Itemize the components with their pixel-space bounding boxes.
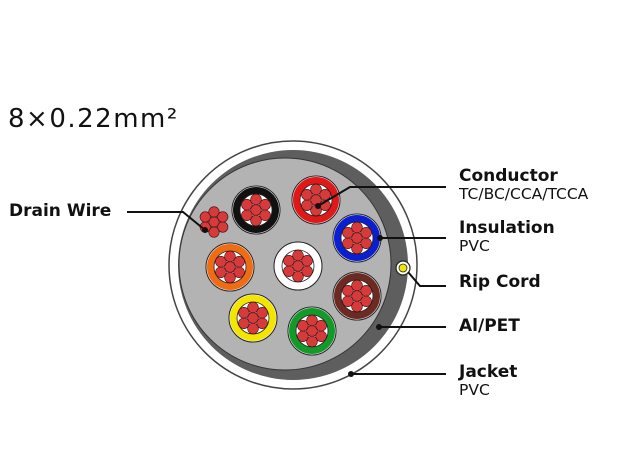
rip-cord-core [398,263,408,273]
conductor-strand [297,320,309,332]
conductor-strand [238,307,250,319]
conductor-strand [250,214,262,227]
core-black [231,185,281,235]
core-green [287,306,337,356]
core-brown [332,271,382,321]
conductor-strand [306,335,318,348]
drain-wire-group [199,206,229,238]
conductor-label: Conductor TC/BC/CCA/TCCA [459,166,589,203]
conductor-strand [224,271,236,284]
conductor-strand [342,285,354,297]
rip-cord-leader [407,271,446,287]
conductor-strand [238,317,250,329]
conductor-title: Conductor [459,166,558,186]
conductor-strand [259,199,271,211]
conductor-strand [351,279,363,292]
conductor-strand [306,314,318,327]
conductor-strand [292,249,304,262]
conductor-strand [360,227,372,239]
conductor-strand [342,237,354,249]
conductor-strand [224,250,236,263]
insulation-ring-brown [334,273,380,319]
al-pet-title: Al/PET [459,316,520,336]
conductor-strand [241,209,253,221]
insulation-ring-orange [207,244,253,290]
jacket-label: Jacket PVC [459,362,518,399]
insulation-ring-white [275,243,321,289]
rip-cord-title: Rip Cord [459,272,541,292]
conductor-strand [360,285,372,297]
conductor-strand [283,255,295,267]
al-pet-dot [376,324,382,330]
conductor-strand [351,242,363,255]
conductor-strand [247,301,259,314]
conductor-strand [315,320,327,332]
conductor-strand [319,189,331,201]
conductor-strand [199,211,211,223]
conductor-strand [351,221,363,234]
conductor-strand [310,183,322,196]
conductor-strand [342,295,354,307]
conductor-dot [315,203,321,209]
core-red [291,175,341,225]
drain-wire-label: Drain Wire [9,201,112,221]
insulation-dot [377,235,383,241]
insulation-ring-green [289,308,335,354]
conductor-strand [301,189,313,201]
conductor-strand [241,199,253,211]
insulation-ring-red [293,177,339,223]
insulation-ring-blue [334,215,380,261]
rip-cord-label: Rip Cord [459,272,541,292]
conductor-strand [283,265,295,277]
insulation-ring-black [233,187,279,233]
conductor-leader [317,186,446,207]
core-yellow [228,293,278,343]
jacket-title: Jacket [459,362,518,382]
conductor-strand [217,211,229,223]
conductor-strand [215,256,227,268]
jacket-material: PVC [459,380,490,399]
insulation-ring-yellow [230,295,276,341]
conductor-strand [208,226,220,238]
conductor-strand [342,227,354,239]
conductor-materials: TC/BC/CCA/TCCA [459,184,589,203]
conductor-strand [247,322,259,335]
jacket-dot [348,371,354,377]
conductor-strand [351,300,363,313]
conductor-strand [301,255,313,267]
core-blue [332,213,382,263]
conductor-strand [208,206,220,218]
drain-wire-leader [127,211,206,231]
conductor-strand [215,266,227,278]
conductor-strand [233,256,245,268]
conductor-strand [297,330,309,342]
al-pet-label: Al/PET [459,316,520,336]
conductor-strand [250,193,262,206]
conductor-strand [301,199,313,211]
drain-wire-title: Drain Wire [9,201,112,221]
core-orange [205,242,255,292]
insulation-material: PVC [459,236,490,255]
cable-spec-title: 8×0.22mm² [8,104,179,134]
cores-group [205,175,382,356]
insulation-title: Insulation [459,218,555,238]
insulation-label: Insulation PVC [459,218,555,255]
conductor-strand [256,307,268,319]
core-white [273,241,323,291]
conductor-strand [292,270,304,283]
